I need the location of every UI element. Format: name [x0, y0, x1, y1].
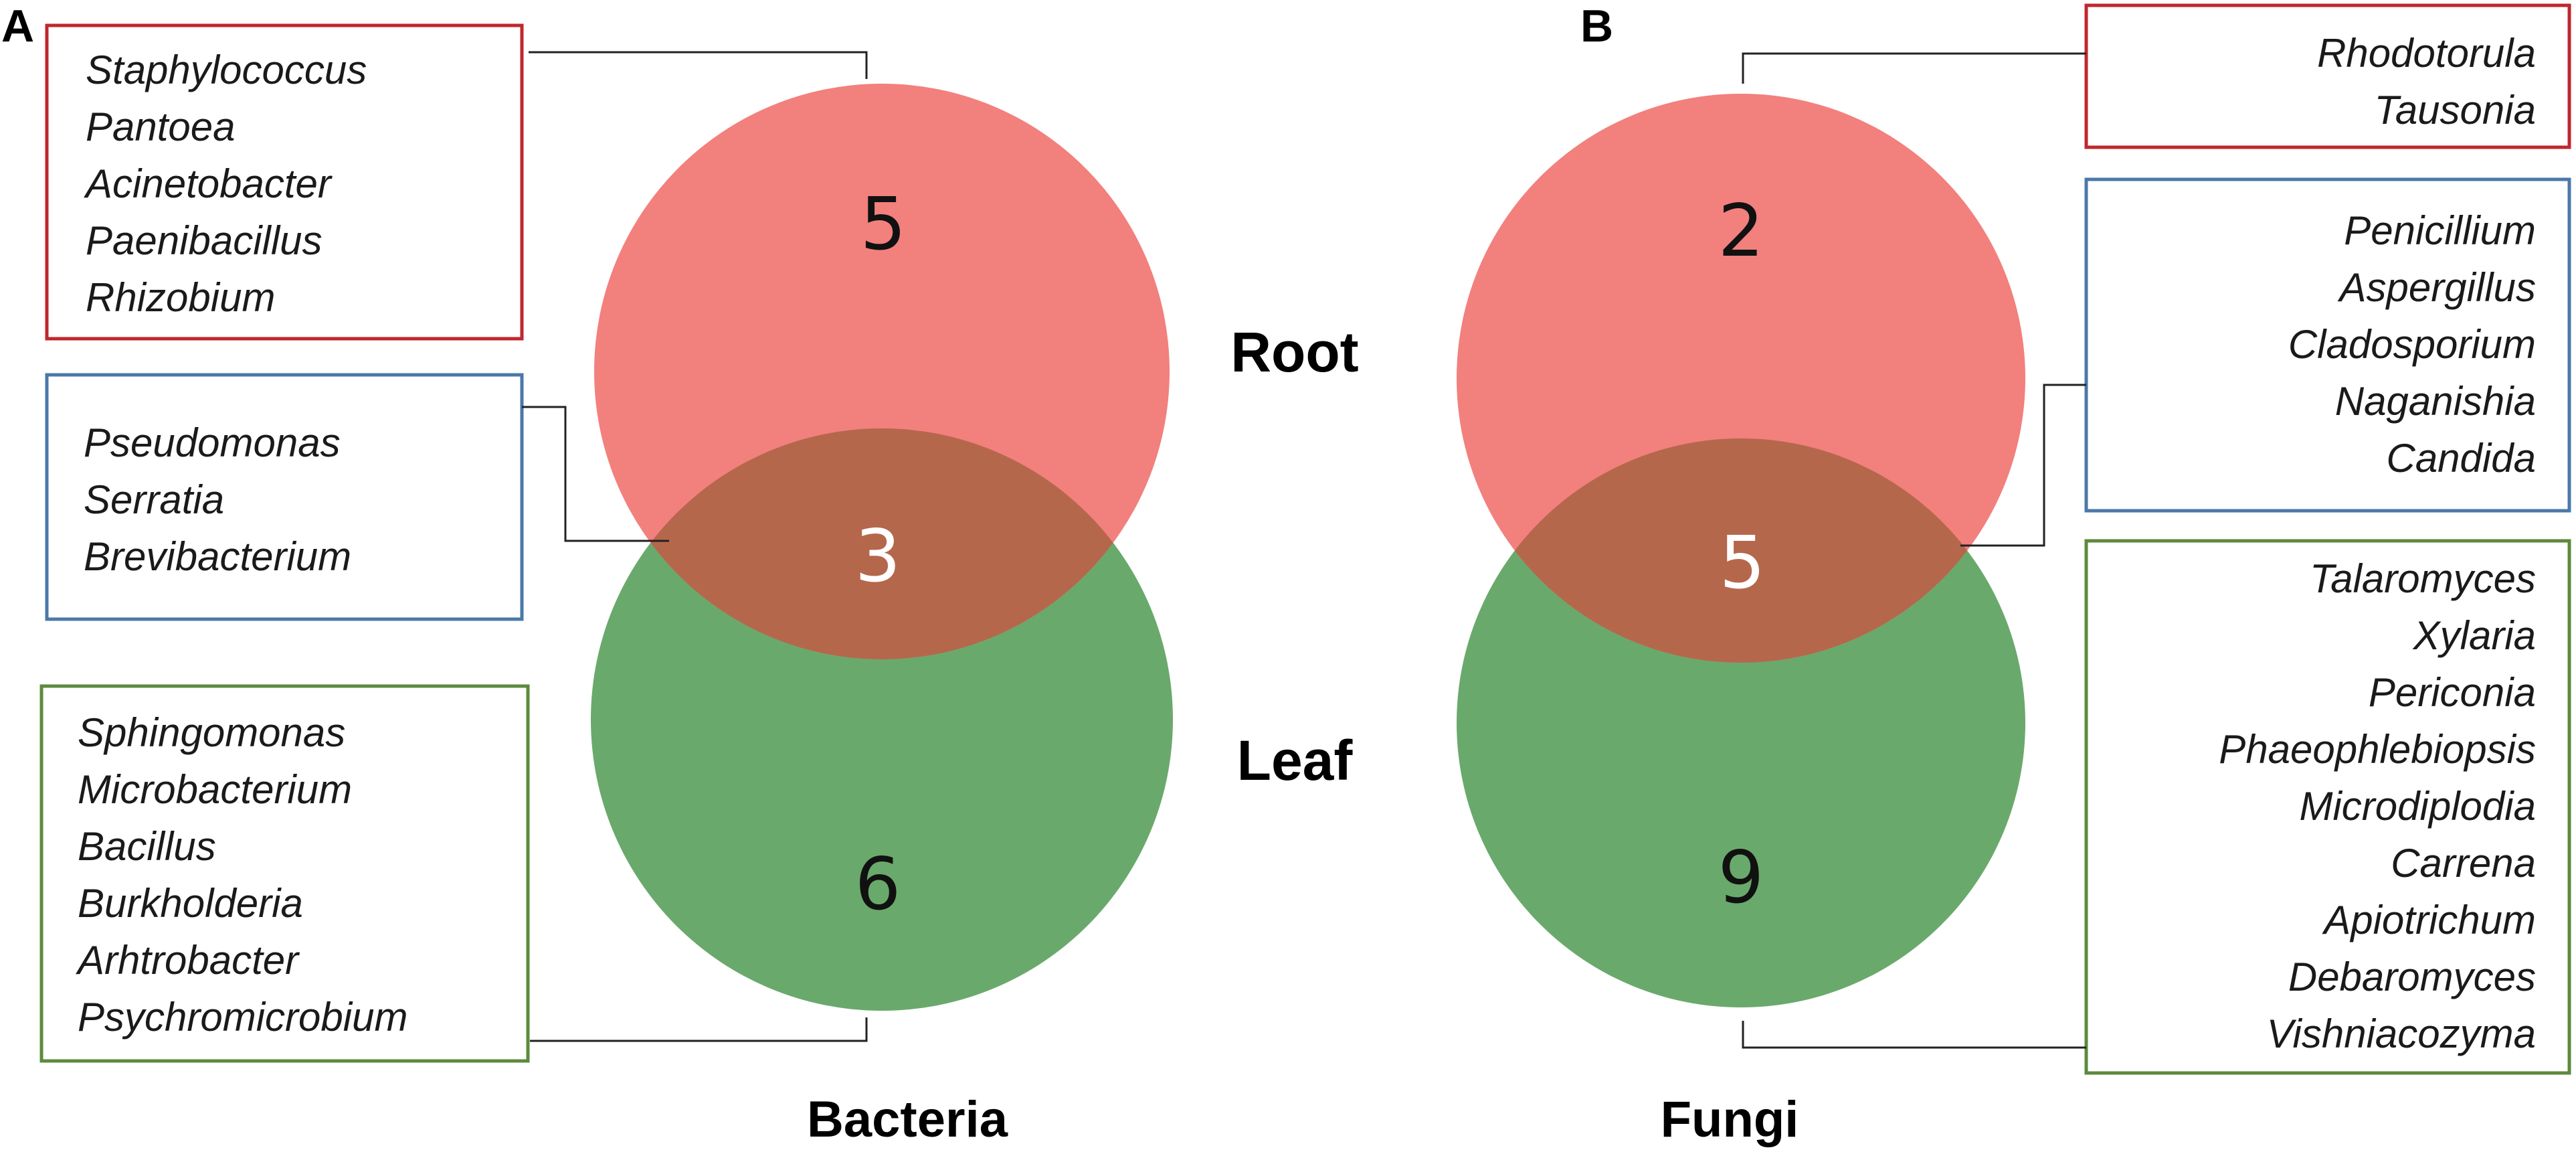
connector-leaf-fungi [1742, 1021, 2086, 1049]
leaf-genera-list-fungi: Talaromyces Xylaria Periconia Phaeophleb… [2219, 556, 2536, 1056]
count-shared-fungi: 5 [1720, 521, 1766, 605]
genus-item: Cladosporium [2288, 322, 2536, 367]
genus-item: Rhizobium [86, 275, 275, 320]
genus-item: Burkholderia [78, 881, 303, 926]
shared-genera-list-fungi: Penicillium Aspergillus Cladosporium Nag… [2288, 208, 2536, 481]
genus-item: Pseudomonas [84, 420, 341, 465]
leaf-label: Leaf [1237, 729, 1354, 792]
genus-item: Arhtrobacter [76, 938, 300, 983]
root-genera-list-fungi: Rhodotorula Tausonia [2317, 31, 2536, 133]
leaf-genera-box-fungi [2084, 539, 2571, 1075]
genus-item: Brevibacterium [84, 534, 351, 579]
genus-item: Microdiplodia [2300, 784, 2537, 829]
leaf-genera-box-bacteria [39, 684, 530, 1063]
genus-item: Pantoea [86, 104, 236, 149]
shared-genera-list-bacteria: Pseudomonas Serratia Brevibacterium [84, 420, 351, 579]
connector-shared-fungi [1960, 384, 2086, 547]
genus-item: Staphylococcus [86, 48, 367, 92]
root-genera-box-fungi [2084, 3, 2571, 149]
count-root-only-bacteria: 5 [860, 183, 907, 266]
root-genera-list-bacteria: Staphylococcus Pantoea Acinetobacter Pae… [84, 48, 367, 320]
genus-item: Xylaria [2412, 613, 2536, 658]
leaf-genera-list-bacteria: Sphingomonas Microbacterium Bacillus Bur… [76, 710, 407, 1040]
connector-leaf-bacteria [530, 1017, 868, 1042]
genus-item: Vishniacozyma [2267, 1011, 2536, 1056]
caption-bacteria: Bacteria [807, 1091, 1008, 1148]
genus-item: Carrena [2391, 841, 2536, 886]
genus-item: Serratia [84, 477, 224, 522]
genus-item: Aspergillus [2338, 265, 2536, 310]
genus-item: Psychromicrobium [78, 995, 407, 1040]
genus-item: Microbacterium [78, 767, 352, 812]
genus-item: Naganishia [2335, 379, 2536, 424]
genus-item: Tausonia [2375, 88, 2536, 133]
genus-item: Debaromyces [2288, 955, 2536, 999]
overlap-region-bacteria [594, 428, 1170, 659]
genus-item: Acinetobacter [84, 161, 333, 206]
genus-item: Periconia [2369, 670, 2536, 715]
connector-shared-bacteria [522, 406, 669, 542]
genus-item: Phaeophlebiopsis [2219, 727, 2536, 772]
panel-letter-a: A [1, 1, 34, 52]
genus-item: Apiotrichum [2322, 898, 2536, 942]
genus-item: Penicillium [2344, 208, 2536, 253]
caption-fungi: Fungi [1661, 1091, 1799, 1148]
root-label: Root [1230, 321, 1358, 384]
genus-item: Paenibacillus [86, 218, 323, 263]
panel-letter-b: B [1580, 1, 1613, 52]
genus-item: Bacillus [78, 824, 216, 869]
panel-bacteria: A 5 3 6 Root Leaf Staphylococcus Pantoea… [1, 1, 1359, 1148]
connector-root-bacteria [529, 51, 868, 79]
connector-root-fungi [1742, 52, 2086, 84]
count-leaf-only-bacteria: 6 [855, 843, 901, 926]
panel-fungi: B 2 5 9 Rhodotorula Tausonia Penicillium… [1457, 1, 2571, 1148]
count-shared-bacteria: 3 [855, 515, 901, 598]
overlap-region-fungi [1457, 438, 2025, 663]
genus-item: Talaromyces [2310, 556, 2536, 601]
root-genera-box-bacteria [45, 23, 524, 341]
count-leaf-only-fungi: 9 [1718, 836, 1764, 920]
shared-genera-box-bacteria [45, 373, 524, 621]
genus-item: Rhodotorula [2317, 31, 2536, 76]
count-root-only-fungi: 2 [1718, 189, 1764, 273]
genus-item: Sphingomonas [78, 710, 345, 755]
genus-item: Candida [2386, 436, 2536, 481]
shared-genera-box-fungi [2084, 177, 2571, 513]
